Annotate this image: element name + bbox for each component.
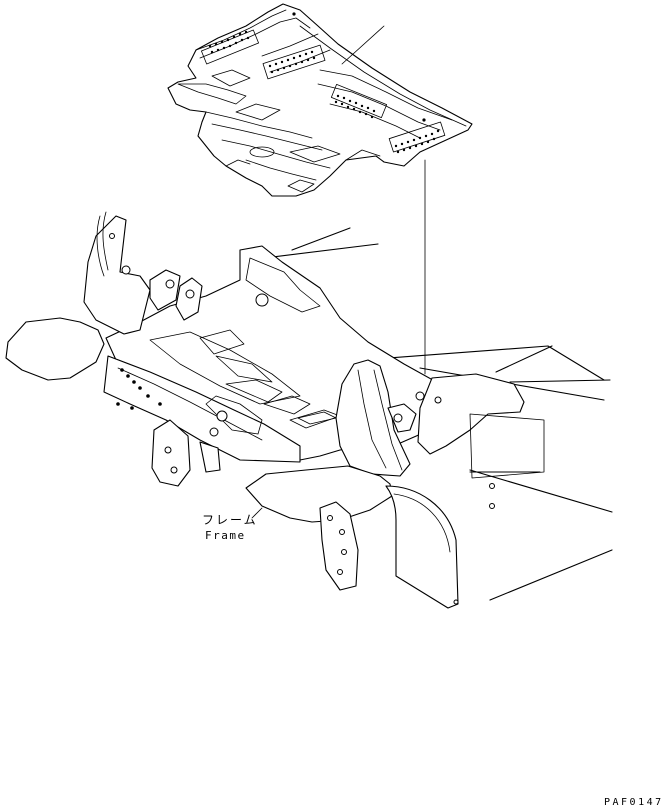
grip-pattern xyxy=(201,12,446,154)
frame-label-jp: フレーム xyxy=(202,513,258,527)
leader-line-top xyxy=(341,25,385,65)
frame-label-en: Frame xyxy=(205,529,246,542)
frame-leader xyxy=(251,507,263,519)
floor-mat xyxy=(167,3,473,197)
drawing-code: PAF0147 xyxy=(604,797,664,808)
frame-assembly xyxy=(5,211,613,609)
